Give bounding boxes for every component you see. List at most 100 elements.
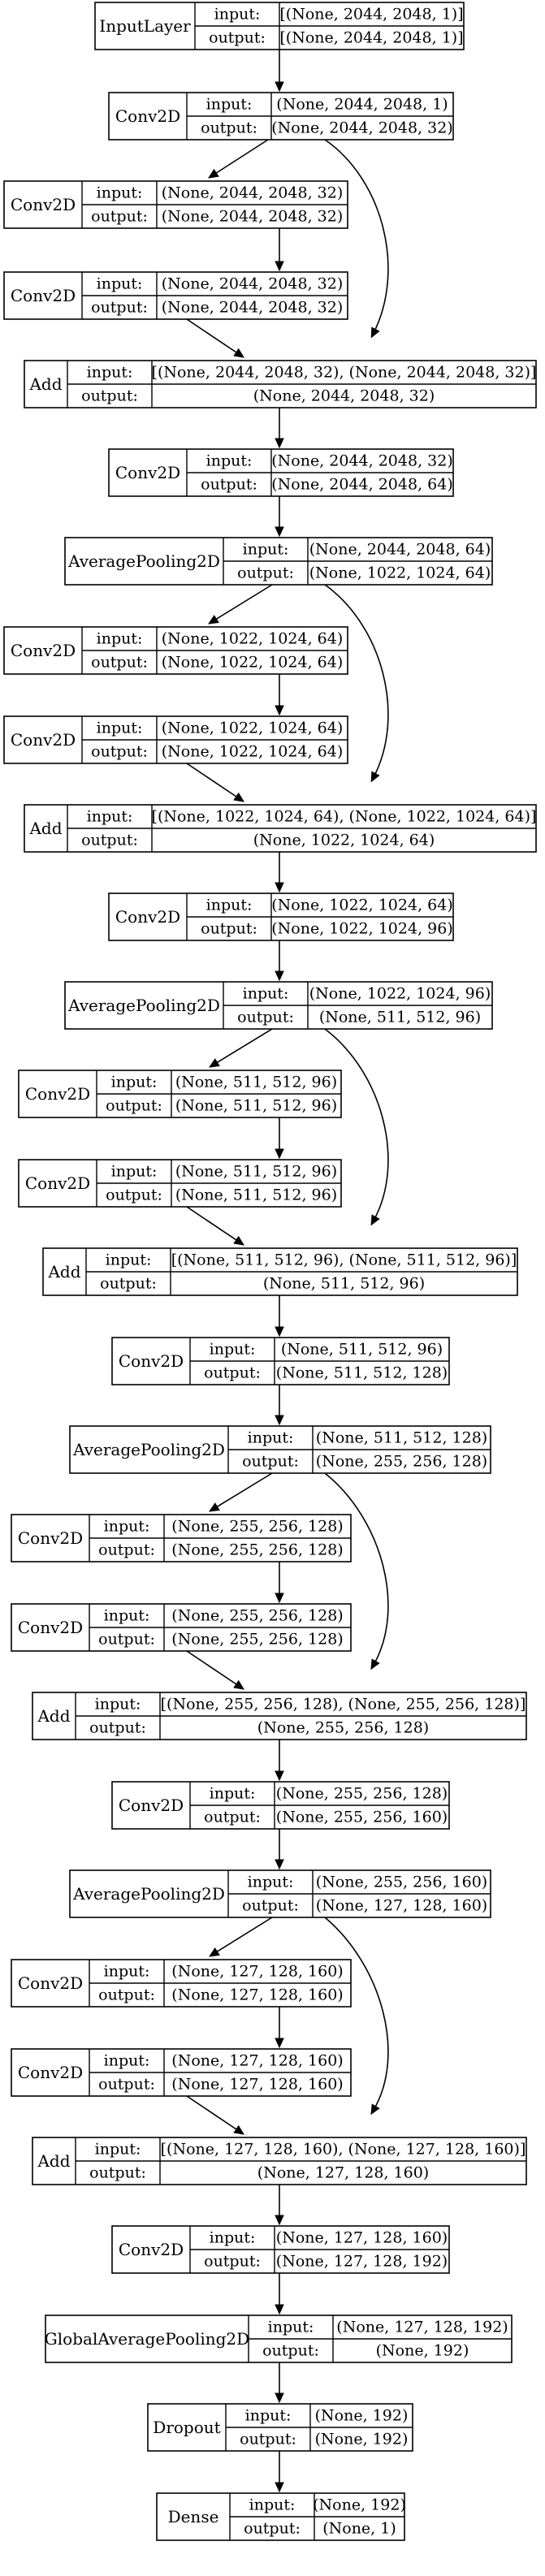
output-shape: (None, 2044, 2048, 32) [253, 387, 435, 405]
output-label: output: [91, 299, 148, 317]
input-label: input: [106, 1251, 152, 1269]
input-shape: (None, 2044, 2048, 32) [271, 452, 453, 470]
input-shape: (None, 127, 128, 160) [276, 2229, 448, 2247]
output-label: output: [98, 1541, 155, 1559]
input-label: input: [206, 897, 253, 914]
layer-name: Conv2D [119, 1796, 184, 1815]
edge-avgpool_4-to-add_5 [324, 1917, 389, 2116]
layer-name: Conv2D [115, 106, 180, 126]
output-shape: (None, 511, 512, 96) [175, 1186, 337, 1204]
input-label: input: [210, 1341, 256, 1359]
edge-add_5-to-conv2d_16 [275, 2185, 284, 2226]
edge-avgpool_4-to-conv2d_14 [208, 1917, 273, 1957]
edge-conv2d_9-to-add_3 [186, 1206, 244, 1246]
input-shape: (None, 511, 512, 96) [175, 1163, 337, 1181]
input-label: input: [87, 808, 133, 826]
input-label: input: [97, 275, 143, 293]
edge-conv2d_13-to-avgpool_4 [275, 1829, 284, 1870]
output-label: output: [91, 208, 148, 226]
output-label: output: [89, 1719, 146, 1737]
output-label: output: [81, 832, 138, 849]
output-shape: (None, 127, 128, 192) [276, 2253, 448, 2271]
layer-name: AveragePooling2D [67, 551, 220, 571]
input-label: input: [245, 2407, 292, 2425]
layer-name: Conv2D [18, 1973, 83, 1993]
input-shape: (None, 511, 512, 96) [281, 1341, 443, 1359]
layer-name: Add [28, 374, 62, 394]
output-label: output: [204, 1364, 261, 1382]
output-label: output: [98, 1631, 155, 1649]
edge-conv2d_8-to-conv2d_9 [275, 1117, 284, 1160]
input-label: input: [95, 1696, 141, 1714]
layer-name: Conv2D [18, 2063, 83, 2082]
input-shape: [(None, 2044, 2048, 32), (None, 2044, 20… [152, 364, 537, 382]
output-shape: (None, 192) [315, 2431, 409, 2448]
input-shape: [(None, 127, 128, 160), (None, 127, 128,… [161, 2141, 526, 2159]
output-label: output: [201, 920, 257, 938]
edge-conv2d_1-to-add_1 [324, 139, 389, 339]
layer-name: Conv2D [115, 907, 180, 927]
input-label: input: [111, 1163, 158, 1181]
output-shape: (None, 511, 512, 96) [263, 1275, 425, 1293]
output-label: output: [240, 2431, 296, 2448]
input-shape: [(None, 2044, 2048, 1)] [279, 6, 463, 24]
layer-node-add_1: Add input: output: [(None, 2044, 2048, 32),… [24, 360, 537, 408]
input-label: input: [97, 630, 143, 648]
edge-avgpool_1-to-conv2d_5 [207, 584, 273, 625]
edge-input_layer-to-conv2d_1 [275, 50, 284, 93]
input-shape: [(None, 255, 256, 128), (None, 255, 256,… [161, 1696, 526, 1714]
output-shape: (None, 1022, 1024, 64) [253, 832, 435, 849]
edge-avgpool_2-to-conv2d_8 [208, 1028, 273, 1068]
edge-conv2d_10-to-avgpool_3 [275, 1385, 284, 1426]
output-shape: (None, 127, 128, 160) [171, 2076, 343, 2094]
input-shape: (None, 511, 512, 128) [316, 1429, 487, 1447]
input-shape: (None, 127, 128, 160) [171, 1963, 343, 1981]
output-shape: (None, 255, 256, 128) [316, 1453, 487, 1471]
output-label: output: [91, 654, 148, 672]
output-shape: (None, 2044, 2048, 32) [162, 299, 344, 317]
input-label: input: [111, 1074, 158, 1091]
output-shape: (None, 1) [322, 2520, 396, 2538]
output-shape: (None, 192) [376, 2342, 469, 2360]
input-label: input: [104, 1518, 150, 1536]
layer-name: Conv2D [11, 641, 76, 660]
input-label: input: [214, 6, 261, 24]
input-label: input: [206, 452, 253, 470]
input-label: input: [97, 720, 143, 737]
layer-name: Conv2D [25, 1173, 90, 1193]
output-shape: (None, 2044, 2048, 32) [162, 208, 344, 226]
output-label: output: [242, 1453, 299, 1471]
input-shape: (None, 1022, 1024, 64) [162, 630, 344, 648]
edge-conv2d_11-to-conv2d_12 [275, 1562, 284, 1604]
layer-name: AveragePooling2D [72, 1884, 225, 1904]
edge-add_1-to-conv2d_4 [275, 408, 284, 449]
input-shape: (None, 192) [313, 2496, 406, 2514]
layer-name: Add [28, 819, 62, 838]
output-label: output: [204, 2253, 261, 2271]
edge-conv2d_12-to-add_4 [186, 1650, 244, 1690]
input-label: input: [95, 2141, 141, 2159]
edge-conv2d_4-to-avgpool_1 [275, 496, 284, 538]
output-label: output: [89, 2164, 146, 2182]
edge-conv2d_14-to-conv2d_15 [275, 2007, 284, 2049]
input-label: input: [87, 364, 133, 382]
output-label: output: [81, 387, 138, 405]
output-shape: (None, 127, 128, 160) [316, 1897, 487, 1915]
edge-avgpool_1-to-add_2 [324, 584, 389, 783]
output-label: output: [204, 1809, 261, 1826]
layer-name: Add [37, 1706, 70, 1726]
edge-add_2-to-conv2d_7 [275, 852, 284, 893]
output-shape: (None, 2044, 2048, 64) [271, 476, 453, 494]
